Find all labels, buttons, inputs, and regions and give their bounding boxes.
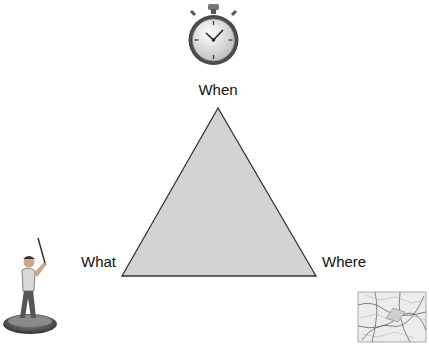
triangle [122,108,316,276]
map-icon [358,292,426,342]
vertex-label: What [81,254,116,271]
vertex-label: When [198,82,237,99]
vertex-label: Where [322,254,366,271]
golfer-icon [3,238,57,334]
stopwatch-icon [189,4,239,65]
